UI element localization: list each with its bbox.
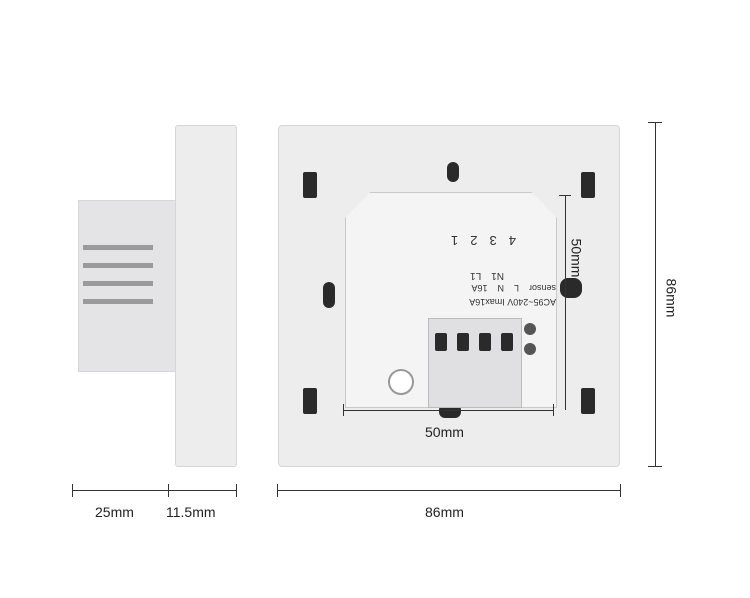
side-view-body bbox=[78, 200, 177, 372]
rating-text: AC95~240V Imax16A bbox=[469, 297, 556, 307]
width-line bbox=[277, 490, 620, 491]
side-view-faceplate bbox=[175, 125, 237, 467]
terminal-label: L1 bbox=[470, 270, 482, 281]
sensor-text: sensor bbox=[528, 283, 556, 293]
terminal-label: N bbox=[497, 283, 504, 293]
terminal-label: L bbox=[513, 283, 519, 293]
module-height-line bbox=[565, 195, 566, 410]
terminal-number: 4 bbox=[508, 233, 516, 248]
module-width-line bbox=[343, 410, 553, 411]
terminal-number: 1 bbox=[451, 233, 459, 248]
module-height-label: 50mm bbox=[568, 238, 585, 278]
terminal-number: 2 bbox=[470, 233, 478, 248]
height-label: 86mm bbox=[663, 278, 680, 318]
module-width-label: 50mm bbox=[425, 424, 464, 440]
height-line bbox=[655, 122, 656, 467]
depth-line bbox=[72, 490, 236, 491]
back-view-plate: AC95~240V Imax16A sensor L N 16A N1 L1 4… bbox=[278, 125, 620, 467]
body-depth-label: 25mm bbox=[95, 504, 134, 520]
round-hole bbox=[388, 369, 414, 395]
terminal-label: N1 bbox=[491, 270, 504, 281]
terminal-block bbox=[428, 318, 522, 408]
current-text: 16A bbox=[471, 283, 488, 293]
module-housing: AC95~240V Imax16A sensor L N 16A N1 L1 4… bbox=[345, 192, 557, 408]
screw bbox=[524, 343, 536, 355]
terminal-number: 3 bbox=[489, 233, 497, 248]
screw bbox=[524, 323, 536, 335]
width-label: 86mm bbox=[425, 504, 464, 520]
plate-depth-label: 11.5mm bbox=[166, 504, 216, 520]
